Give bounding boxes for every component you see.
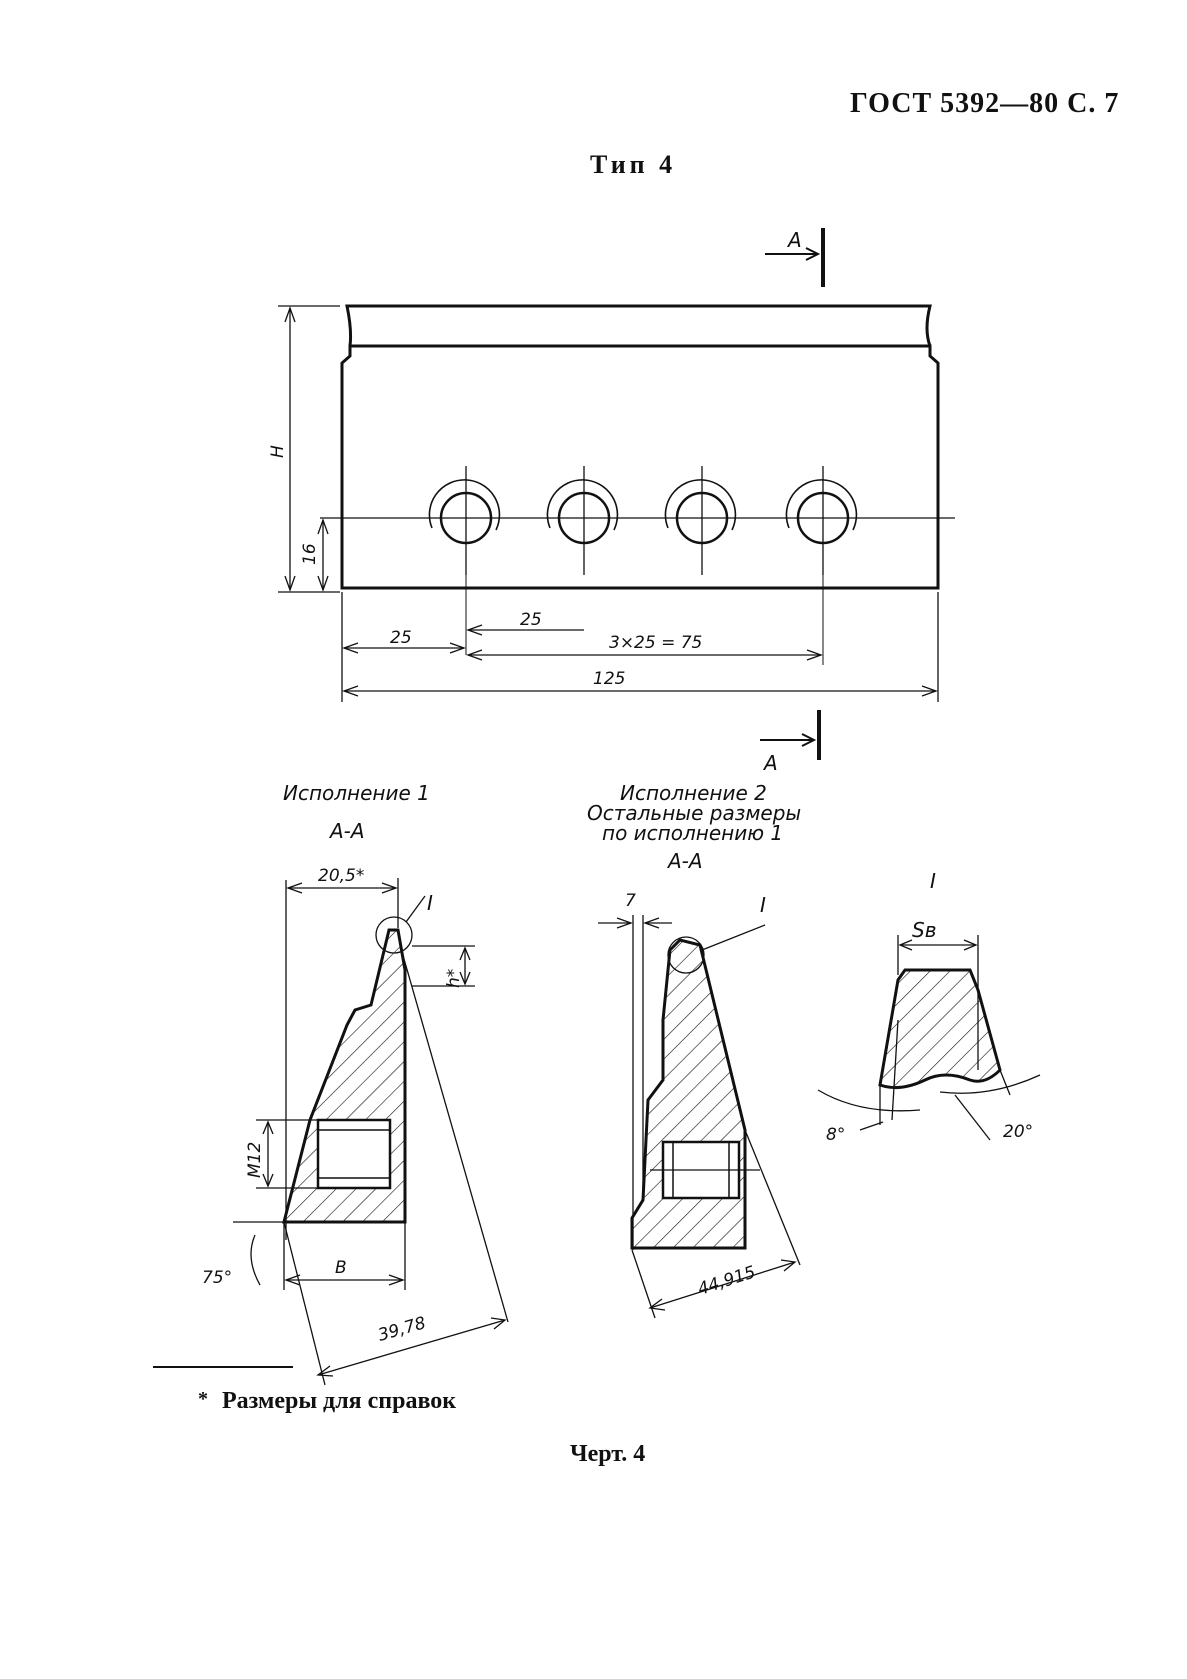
dim-offset-7: 7	[625, 891, 636, 911]
dim-hole-height: 16	[300, 543, 320, 565]
dim-pitch: 25	[520, 610, 542, 630]
footnote-rule	[153, 1366, 293, 1368]
footnote-text: Размеры для справок	[222, 1388, 457, 1414]
detail-angle-right: 20°	[1003, 1122, 1033, 1142]
detail-angle-left: 8°	[826, 1125, 845, 1145]
variant2-title: Исполнение 2	[620, 781, 767, 805]
section-mark-bottom: А	[762, 751, 778, 775]
variant1-section-label: А-А	[328, 819, 365, 843]
detail-sv: Sв	[912, 918, 936, 942]
detail-i: I Sв 8° 20°	[817, 869, 1041, 1145]
variant1-section: Исполнение 1 А-А 20,5* I h* M12 75° B 39…	[202, 781, 509, 1386]
dim-slant-44: 44,915	[695, 1262, 758, 1299]
dim-total-length: 125	[593, 669, 625, 689]
detail-title: I	[930, 869, 936, 893]
variant2-note-line2: по исполнению 1	[602, 821, 783, 845]
front-view	[278, 228, 955, 760]
section-mark-top: А	[786, 228, 802, 252]
variant2-note-line1: Остальные размеры	[587, 801, 801, 825]
dim-base-b: B	[335, 1258, 347, 1278]
variant2-section: Исполнение 2 Остальные размеры по исполн…	[587, 781, 801, 1319]
dim-h: H	[268, 445, 288, 458]
dim-hole-span: 3×25 = 75	[609, 633, 702, 653]
variant2-detail-mark: I	[760, 893, 766, 917]
dim-left-offset: 25	[390, 628, 412, 648]
dim-slant-39: 39,78	[376, 1313, 428, 1346]
variant1-title: Исполнение 1	[283, 781, 430, 805]
dim-angle-75: 75°	[202, 1268, 232, 1288]
variant2-section-label: А-А	[666, 849, 703, 873]
footnote-star: *	[198, 1388, 208, 1410]
figure-caption: Черт. 4	[570, 1441, 646, 1467]
dim-h-star: h*	[444, 969, 464, 988]
dim-thread: M12	[245, 1142, 265, 1178]
dim-width-top: 20,5*	[318, 866, 364, 886]
type-title: Тип 4	[590, 150, 677, 179]
variant1-detail-mark: I	[427, 891, 433, 915]
page-header: ГОСТ 5392—80 С. 7	[850, 88, 1120, 119]
